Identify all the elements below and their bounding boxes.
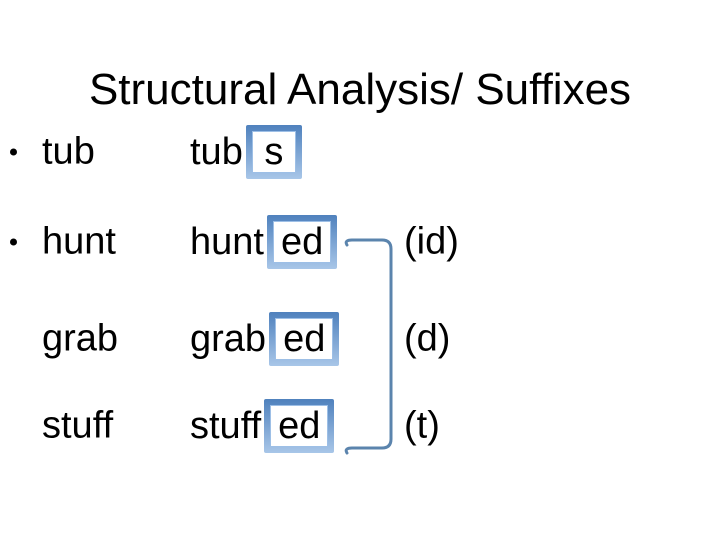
suffix-box: ed [264,399,335,453]
word-row-stuff: stuff stuff ed (t) [0,397,720,455]
word-row-grab: grab grab ed (d) [0,310,720,368]
formed-word: tub s [190,125,302,179]
formed-word: grab ed [190,312,340,366]
formed-word: hunt ed [190,215,338,269]
grouping-bracket [344,238,393,455]
word-stem: grab [190,317,267,360]
base-word: grab [42,317,119,360]
slide-title: Structural Analysis/ Suffixes [88,65,632,115]
suffix-text: ed [270,405,329,447]
suffix-text: s [251,131,296,173]
word-row-hunt: hunt hunt ed (id) [0,213,720,271]
formed-word: stuff ed [190,399,335,453]
word-stem: stuff [190,404,262,447]
base-word: stuff [42,404,114,447]
suffix-box: ed [266,215,338,269]
word-stem: tub [190,130,243,173]
bullet-icon [10,148,17,156]
base-word: hunt [42,220,116,263]
suffix-box: s [245,125,302,179]
suffix-text: ed [272,221,332,263]
suffix-box: ed [269,312,340,366]
pronunciation-label: (t) [404,404,440,447]
word-row-tub: tub tub s [0,123,720,181]
suffix-text: ed [275,318,334,360]
base-word: tub [42,130,95,173]
bullet-icon [10,238,17,246]
pronunciation-label: (id) [404,220,459,263]
pronunciation-label: (d) [404,317,451,360]
word-stem: hunt [190,220,264,263]
